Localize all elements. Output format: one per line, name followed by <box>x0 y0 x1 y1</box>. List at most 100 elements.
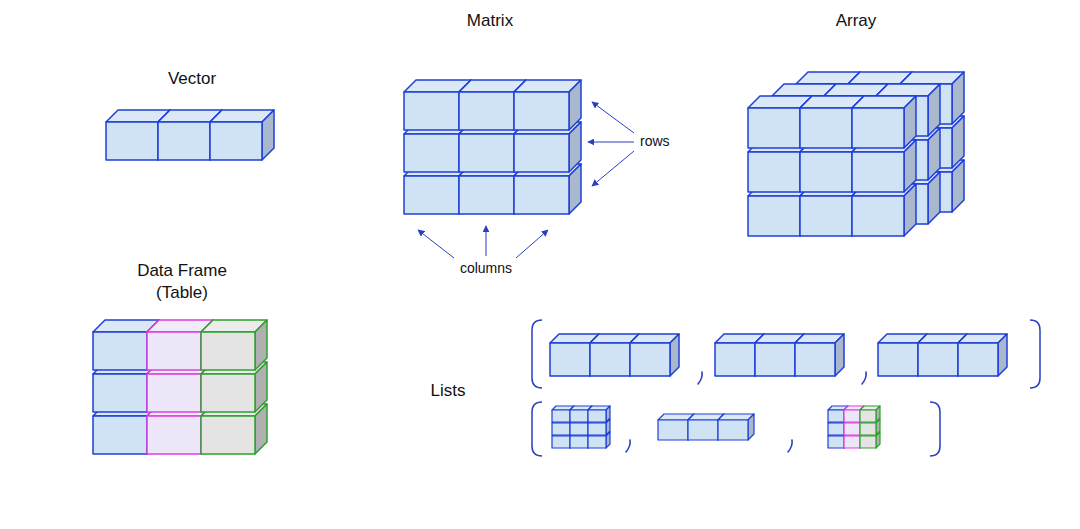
cube-front <box>552 410 570 422</box>
cube-side <box>904 140 916 192</box>
cube <box>860 406 880 422</box>
cube <box>201 320 267 370</box>
cube-side <box>952 116 964 168</box>
structure-title: Array <box>786 10 926 32</box>
bracket <box>532 402 542 456</box>
cube-front <box>93 332 147 370</box>
cube-front <box>201 374 255 412</box>
row-leader <box>588 142 634 143</box>
cube-front <box>552 423 570 435</box>
cube-front <box>459 134 514 172</box>
cube-front <box>755 343 795 376</box>
row-leader <box>592 102 634 133</box>
cube-front <box>748 152 800 192</box>
cube-front <box>147 332 201 370</box>
cube-front <box>93 374 147 412</box>
cube-front <box>93 416 147 454</box>
cube-side <box>255 362 267 412</box>
cube-front <box>800 196 852 236</box>
structure-title: Lists <box>403 380 493 402</box>
cube <box>718 414 754 440</box>
comma <box>698 372 702 384</box>
cube-front <box>718 420 748 440</box>
comma <box>626 440 630 452</box>
cube-side <box>835 334 844 376</box>
cube-side <box>670 334 679 376</box>
cube <box>210 110 274 160</box>
cube-front <box>588 410 606 422</box>
cube-front <box>459 92 514 130</box>
structure-title: Data Frame (Table) <box>126 260 238 304</box>
cube-side <box>952 72 964 124</box>
bracket <box>1030 320 1040 388</box>
cube-front <box>106 122 158 160</box>
cube-front <box>570 410 588 422</box>
cube-side <box>569 80 581 130</box>
cube-front <box>588 436 606 448</box>
cube-front <box>958 343 998 376</box>
cube-front <box>630 343 670 376</box>
cube-front <box>514 176 569 214</box>
cube-front <box>158 122 210 160</box>
cube-front <box>748 196 800 236</box>
comma <box>788 440 792 452</box>
bracket <box>930 402 940 456</box>
cube-front <box>844 410 860 422</box>
cube-front <box>860 410 876 422</box>
comma <box>862 372 866 384</box>
cube-front <box>715 343 755 376</box>
cube-front <box>459 176 514 214</box>
cube-front <box>658 420 688 440</box>
cube-front <box>800 152 852 192</box>
cube-front <box>844 436 860 448</box>
list-brackets <box>532 320 1040 456</box>
cube <box>958 334 1007 376</box>
cube <box>795 334 844 376</box>
cube-front <box>201 332 255 370</box>
cube-front <box>844 423 860 435</box>
cube-front <box>570 436 588 448</box>
row-leader <box>592 151 634 186</box>
cube-front <box>590 343 630 376</box>
cube-front <box>918 343 958 376</box>
cube-side <box>262 110 274 160</box>
axis-label: columns <box>431 259 541 277</box>
leader-lines <box>418 102 634 258</box>
cube-front <box>404 134 459 172</box>
cube-group <box>93 72 1007 454</box>
structure-title: Matrix <box>420 10 560 32</box>
cube-side <box>255 404 267 454</box>
cube-front <box>852 108 904 148</box>
cube-front <box>552 436 570 448</box>
cube-side <box>569 164 581 214</box>
cube-front <box>147 416 201 454</box>
cube-front <box>800 108 852 148</box>
cube-side <box>998 334 1007 376</box>
cube-front <box>588 423 606 435</box>
cube-front <box>404 176 459 214</box>
cube-front <box>514 134 569 172</box>
list-commas <box>626 372 866 452</box>
cube-front <box>147 374 201 412</box>
cube-side <box>904 184 916 236</box>
structure-title: Vector <box>122 68 262 90</box>
cube-side <box>928 172 940 224</box>
column-leader <box>486 226 487 256</box>
cube-side <box>928 128 940 180</box>
cube-side <box>255 320 267 370</box>
cube-front <box>852 152 904 192</box>
column-leader <box>516 230 548 258</box>
axis-label: rows <box>640 132 720 150</box>
cube-side <box>952 160 964 212</box>
cube-front <box>795 343 835 376</box>
bracket <box>532 320 542 388</box>
cube-front <box>828 436 844 448</box>
cube-front <box>860 423 876 435</box>
cube <box>630 334 679 376</box>
column-leader <box>418 230 454 258</box>
cube <box>852 96 916 148</box>
cube-front <box>878 343 918 376</box>
cube-side <box>928 84 940 136</box>
cube-front <box>404 92 459 130</box>
cube-side <box>569 122 581 172</box>
